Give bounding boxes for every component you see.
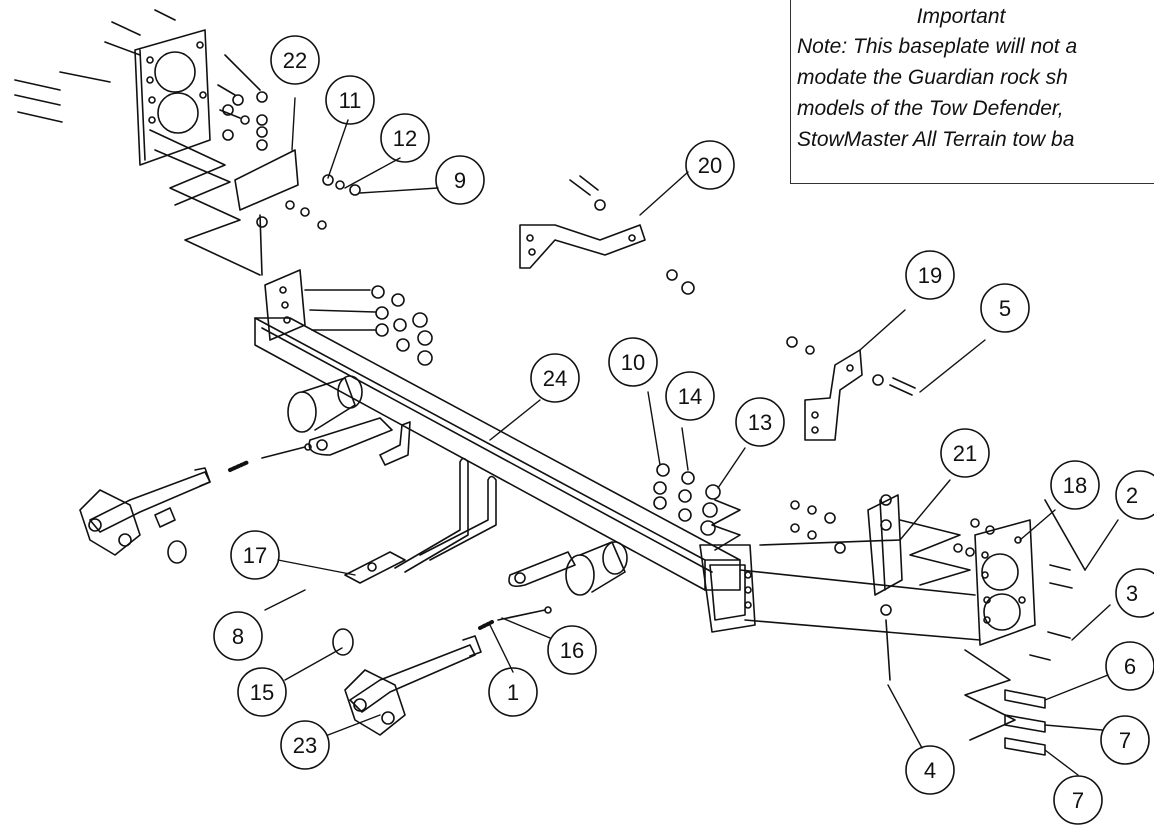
fasteners-left: [222, 91, 268, 141]
bracket-20: [519, 175, 695, 295]
callout-12: 12: [393, 126, 417, 151]
callout-13: 13: [748, 410, 772, 435]
note-line-4: StowMaster All Terrain tow ba: [797, 128, 1075, 151]
leader-lines-right: [739, 539, 981, 641]
callout-19: 19: [918, 263, 942, 288]
callout-4: 4: [924, 758, 936, 783]
callout-6: 6: [1124, 654, 1136, 679]
baseplate-right: [953, 499, 1086, 756]
callout-17: 17: [243, 543, 267, 568]
callout-15: 15: [250, 680, 274, 705]
bracket-19: [786, 336, 916, 441]
callout-5: 5: [999, 296, 1011, 321]
callout-11: 11: [339, 88, 362, 113]
callout-2: 2: [1126, 483, 1138, 508]
fasteners-crossbar-left: [304, 285, 433, 366]
callout-9: 9: [454, 168, 466, 193]
note-line-2: modate the Guardian rock sh: [797, 66, 1068, 89]
callout-7-lower: 7: [1072, 788, 1084, 813]
callout-18: 18: [1063, 473, 1087, 498]
bracket-22: [234, 114, 361, 276]
callout-circles: [213, 35, 1154, 825]
note-line-3: models of the Tow Defender,: [797, 97, 1064, 120]
important-note: Important Note: This baseplate will not …: [790, 0, 1154, 184]
note-line-1: Note: This baseplate will not a: [797, 35, 1078, 58]
callout-leaders: [264, 97, 1119, 776]
tow-pin-upper: [79, 443, 312, 564]
callout-14: 14: [678, 384, 702, 409]
leader-lines-left: [149, 129, 261, 276]
callout-8: 8: [232, 624, 244, 649]
receiver-lug-left: [287, 375, 411, 466]
callout-23: 23: [293, 733, 317, 758]
baseplate-left: [14, 9, 261, 166]
callout-16: 16: [560, 638, 584, 663]
callout-21: 21: [953, 441, 977, 466]
callout-1: 1: [507, 680, 519, 705]
callout-20: 20: [698, 153, 722, 178]
callout-7-upper: 7: [1119, 728, 1131, 753]
note-title: Important: [916, 5, 1006, 28]
main-crossbar: [254, 269, 756, 633]
callout-10: 10: [621, 350, 645, 375]
safety-chain-loops: [344, 457, 497, 584]
bracket-21: [790, 494, 971, 681]
receiver-lug-right: [508, 541, 628, 596]
tow-pin-lower: [332, 606, 552, 736]
callout-22: 22: [283, 48, 307, 73]
callout-24: 24: [543, 366, 567, 391]
fasteners-middle: [653, 463, 741, 551]
callout-3: 3: [1126, 581, 1138, 606]
